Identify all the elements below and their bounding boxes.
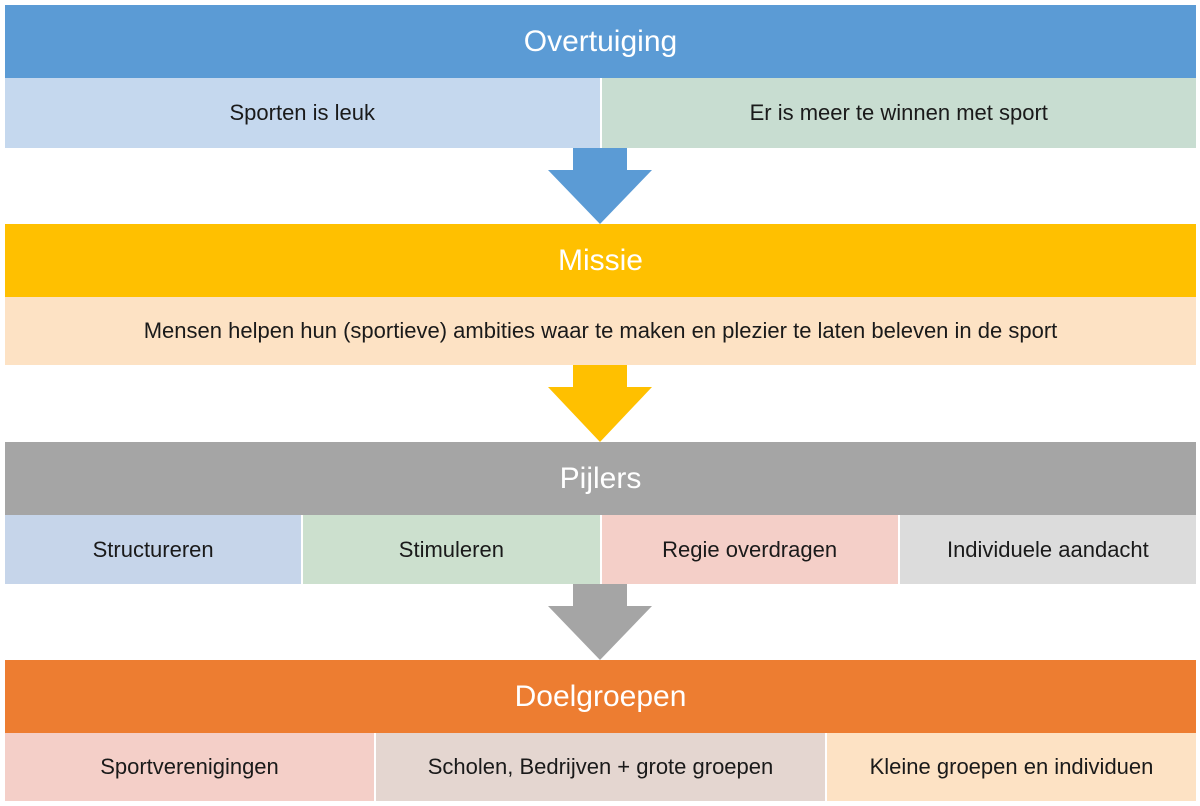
- pijlers-item-2: Stimuleren: [303, 515, 602, 584]
- overtuiging-item-1: Sporten is leuk: [5, 78, 602, 148]
- pijlers-row: Structureren Stimuleren Regie overdragen…: [5, 515, 1196, 584]
- missie-header: Missie: [5, 224, 1196, 297]
- doelgroepen-title: Doelgroepen: [514, 679, 687, 713]
- missie-item-1: Mensen helpen hun (sportieve) ambities w…: [5, 297, 1196, 365]
- doelgroepen-row: Sportverenigingen Scholen, Bedrijven + g…: [5, 733, 1196, 801]
- pijlers-header: Pijlers: [5, 442, 1196, 515]
- pijlers-item-4: Individuele aandacht: [899, 515, 1196, 584]
- pijlers-item-3: Regie overdragen: [601, 515, 900, 584]
- overtuiging-item-2: Er is meer te winnen met sport: [601, 78, 1196, 148]
- overtuiging-row: Sporten is leuk Er is meer te winnen met…: [5, 78, 1196, 148]
- overtuiging-header: Overtuiging: [5, 5, 1196, 78]
- doelgroepen-item-2: Scholen, Bedrijven + grote groepen: [376, 733, 827, 801]
- pijlers-title: Pijlers: [559, 461, 642, 495]
- overtuiging-title: Overtuiging: [523, 24, 678, 58]
- arrow-down-icon: [548, 365, 652, 442]
- doelgroepen-header: Doelgroepen: [5, 660, 1196, 733]
- doelgroepen-item-3: Kleine groepen en individuen: [827, 733, 1196, 801]
- missie-row: Mensen helpen hun (sportieve) ambities w…: [5, 297, 1196, 365]
- doelgroepen-item-1: Sportverenigingen: [5, 733, 376, 801]
- pijlers-item-1: Structureren: [5, 515, 304, 584]
- missie-title: Missie: [557, 243, 643, 277]
- arrow-down-icon: [548, 148, 652, 224]
- arrow-down-icon: [548, 584, 652, 660]
